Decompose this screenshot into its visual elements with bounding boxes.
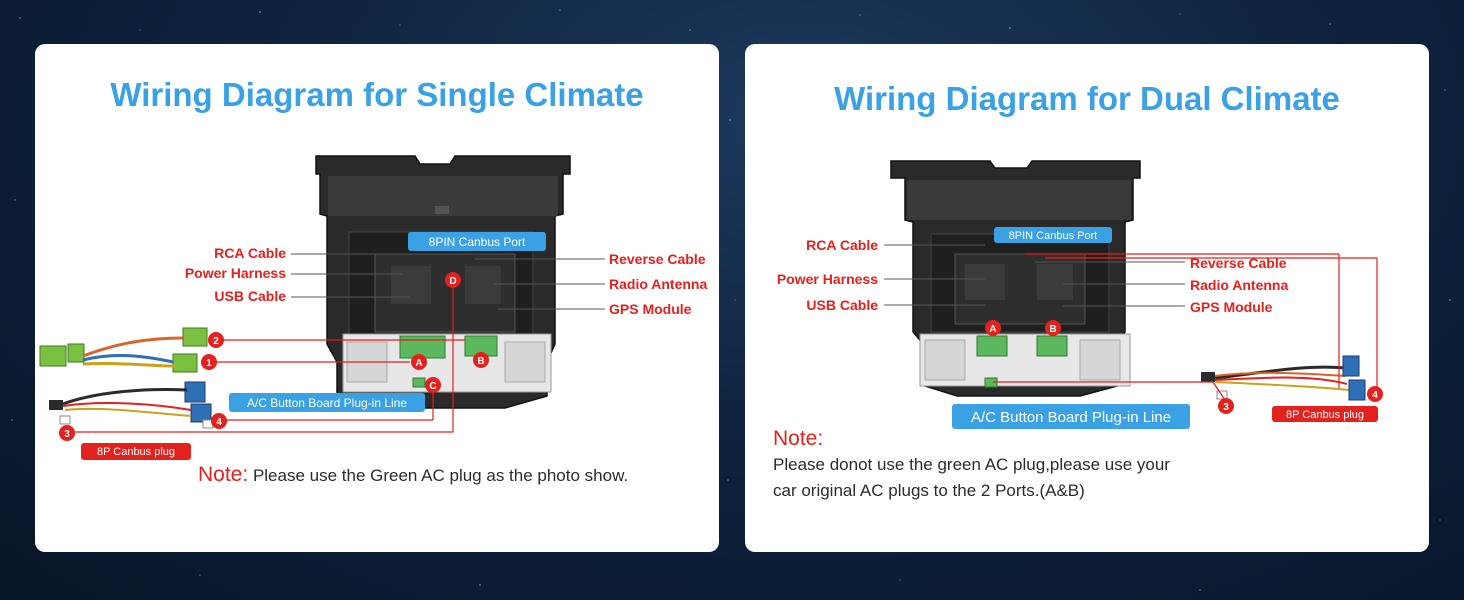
marker-1: 1 [206,358,212,369]
plug-lines [75,284,465,433]
power-harness-label: Power Harness [185,265,286,281]
usb-cable-label: USB Cable [806,297,878,313]
reverse-cable-label: Reverse Cable [1190,255,1287,271]
dual-climate-title: Wiring Diagram for Dual Climate [834,80,1340,117]
leader-lines [884,244,1185,307]
canbus-plug-label: 8P Canbus plug [1286,409,1364,421]
usb-cable-label: USB Cable [214,288,286,304]
marker-3: 3 [1223,402,1229,413]
port-b: B [477,356,484,367]
note-text: Please use the Green AC plug as the phot… [252,466,629,485]
reverse-cable-label: Reverse Cable [609,251,706,267]
note-label: Note: [198,463,249,486]
port-c: C [429,381,436,392]
single-climate-title: Wiring Diagram for Single Climate [110,76,644,113]
head-unit-frame [315,155,571,409]
ac-board-label: A/C Button Board Plug-in Line [971,409,1171,426]
marker-4: 4 [216,417,222,428]
ac-board-tag: A/C Button Board Plug-in Line [952,404,1190,429]
numbered-markers: 1 2 3 4 [59,332,227,441]
harness-connectors [39,327,214,429]
port-markers: A B C D [411,272,489,393]
power-harness-label: Power Harness [777,271,878,287]
note-text-line-2: car original AC plugs to the 2 Ports.(A&… [773,481,1085,500]
note-text-line-1: Please donot use the green AC plug,pleas… [773,455,1170,474]
canbus-port-label: 8PIN Canbus Port [1009,230,1098,242]
port-markers: A B [985,320,1061,336]
port-b: B [1049,324,1056,335]
radio-antenna-label: Radio Antenna [609,276,707,292]
canbus-plug-label: 8P Canbus plug [97,446,175,458]
rca-cable-label: RCA Cable [214,245,286,261]
canbus-port-tag: 8PIN Canbus Port [994,227,1112,243]
dual-climate-panel: Wiring Diagram for Dual Climate [745,44,1429,552]
marker-4: 4 [1372,390,1378,401]
port-d: D [449,276,456,287]
head-unit-frame [890,160,1141,397]
dual-climate-note: Note: Please donot use the green AC plug… [773,426,1243,504]
port-a: A [989,324,996,335]
dual-climate-diagram: 8PIN Canbus Port RCA Cable Power Harness… [777,160,1383,429]
note-label: Note: [773,427,824,450]
ac-board-label: A/C Button Board Plug-in Line [247,396,407,410]
single-climate-diagram: 8PIN Canbus Port RCA Cable Power Harness… [39,155,707,460]
marker-2: 2 [213,336,219,347]
radio-antenna-label: Radio Antenna [1190,277,1288,293]
canbus-port-tag: 8PIN Canbus Port [408,232,546,251]
leader-lines [291,253,605,310]
numbered-markers: 3 4 [1218,386,1383,414]
canbus-harness [1201,355,1366,401]
plug-lines [993,253,1378,401]
ac-board-tag: A/C Button Board Plug-in Line [229,393,425,412]
gps-module-label: GPS Module [609,301,692,317]
port-a: A [415,358,422,369]
marker-3: 3 [64,429,70,440]
single-climate-panel: Wiring Diagram for Single Climate [35,44,719,552]
single-climate-note: Note: Please use the Green AC plug as th… [198,462,718,489]
canbus-port-label: 8PIN Canbus Port [429,235,526,249]
rca-cable-label: RCA Cable [806,237,878,253]
gps-module-label: GPS Module [1190,299,1273,315]
canbus-plug-tag: 8P Canbus plug [1272,406,1378,422]
canbus-plug-tag: 8P Canbus plug [81,443,191,460]
